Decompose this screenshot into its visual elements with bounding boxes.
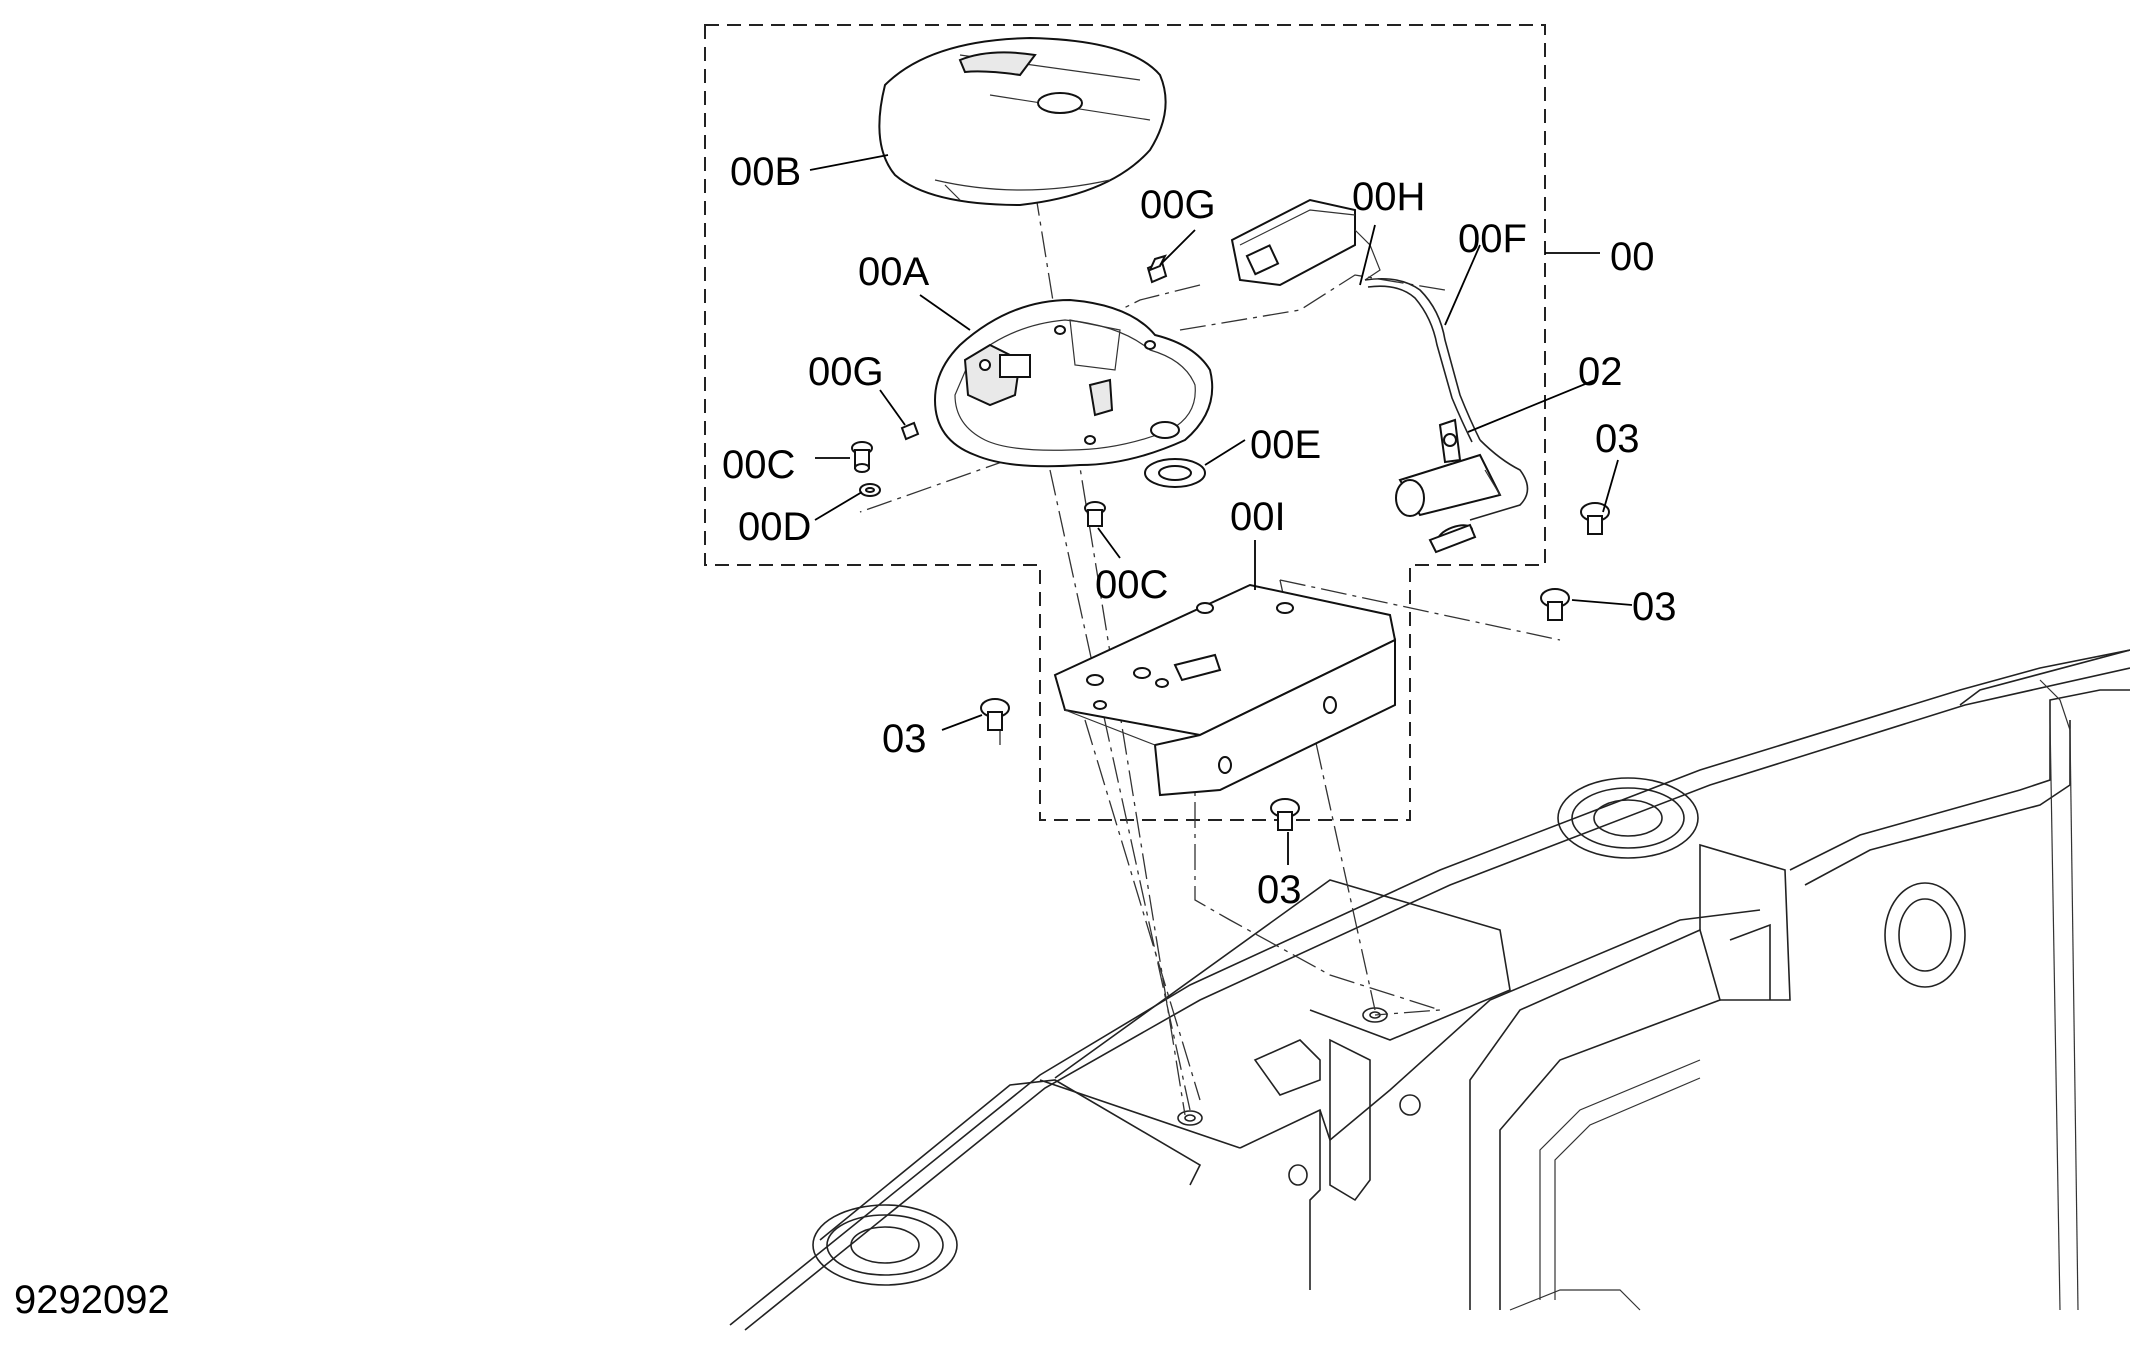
bolt-03-right-upper [1580, 502, 1610, 535]
label-03-left: 03 [882, 717, 927, 761]
lamp-housing-00A [933, 298, 1214, 468]
label-00B: 00B [730, 150, 801, 194]
lamp-cover-00B [878, 36, 1167, 207]
part-labels: 00 00A 00B 00C 00C 00D 00E 00F 00G 00G 0… [722, 150, 1677, 912]
wire-harness-00F [1364, 277, 1529, 554]
label-00F: 00F [1458, 217, 1527, 261]
bolt-03-bottom [1270, 798, 1300, 831]
label-00G-top: 00G [1140, 183, 1216, 227]
label-00A: 00A [858, 250, 929, 294]
label-03-right-upper: 03 [1595, 417, 1640, 461]
label-00G-left: 00G [808, 350, 884, 394]
label-00: 00 [1610, 235, 1655, 279]
label-00E: 00E [1250, 423, 1321, 467]
label-00I: 00I [1230, 495, 1286, 539]
screw-00C-lower [1084, 501, 1106, 527]
label-00H: 00H [1352, 175, 1425, 219]
bracket-00I [1053, 583, 1397, 797]
screw-00G-left [900, 421, 920, 441]
switch-02 [1395, 418, 1502, 517]
bulb-00H [1230, 198, 1381, 287]
grommet-00E [1144, 458, 1206, 488]
leader-lines [809, 154, 1633, 865]
label-03-right-lower: 03 [1632, 585, 1677, 629]
screw-00C-left [851, 441, 873, 473]
label-03-bottom: 03 [1257, 868, 1302, 912]
label-02: 02 [1578, 350, 1623, 394]
screw-00G-top [1146, 254, 1168, 284]
bolt-03-right-lower [1540, 588, 1570, 621]
label-00D: 00D [738, 505, 811, 549]
washer-00D [859, 483, 881, 497]
assembly-boundary [704, 24, 1546, 821]
bolt-03-left [980, 698, 1010, 731]
label-00C-lower: 00C [1095, 563, 1168, 607]
label-00C-left: 00C [722, 443, 795, 487]
cab-roof-frame [729, 649, 2130, 1331]
figure-id: 9292092 [14, 1278, 170, 1322]
